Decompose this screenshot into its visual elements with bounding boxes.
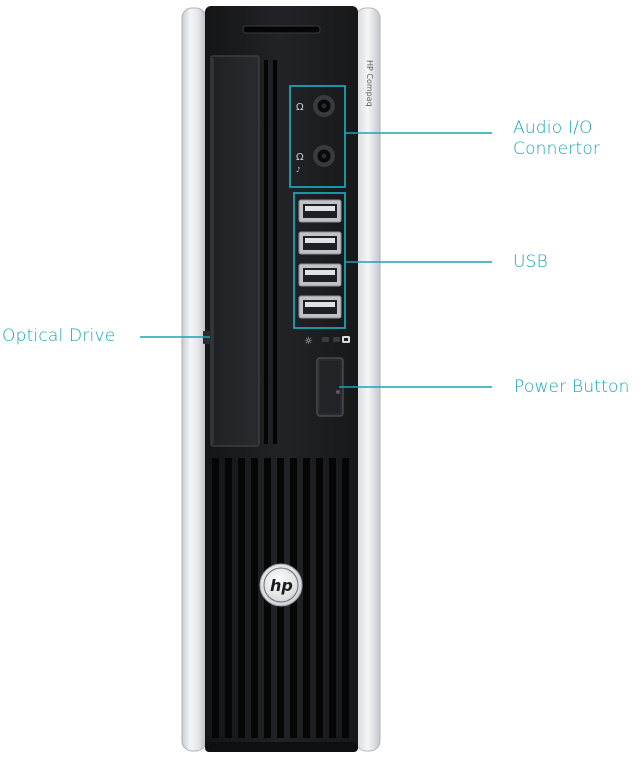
usb-port-icon [298, 199, 342, 319]
hp-logo-text: hp [270, 576, 293, 595]
optical-drive [203, 55, 260, 447]
audio-io-label-line1: Audio I/O [513, 118, 593, 138]
usb-port [298, 263, 342, 287]
audio-jack-icon: Ω Ω ♪ [296, 95, 335, 174]
power-button-label: Power Button [514, 377, 630, 397]
svg-text:♪: ♪ [296, 166, 300, 174]
case-base [205, 742, 358, 752]
side-vents [264, 60, 277, 444]
svg-text:☼: ☼ [304, 336, 313, 347]
vent-slot [342, 458, 349, 738]
brand-vertical-text: HP Compaq [365, 60, 374, 107]
audio-io-label-line2: Connertor [513, 139, 601, 159]
vent-slot [225, 458, 232, 738]
audio-highlight-box [289, 85, 346, 188]
top-slot [242, 25, 321, 34]
hp-logo-icon: hp [259, 563, 303, 607]
vent-slot [329, 458, 336, 738]
side-vent-slot [273, 60, 277, 444]
side-vent-slot [264, 60, 268, 444]
vent-slot [238, 458, 245, 738]
vent-slot [303, 458, 310, 738]
usb-label: USB [513, 252, 548, 272]
vent-slot [212, 458, 219, 738]
power-button-icon[interactable] [316, 357, 344, 417]
usb-highlight-box [293, 192, 346, 329]
vent-slot [251, 458, 258, 738]
case-left-side [181, 7, 207, 752]
audio-io-label: Audio I/O Connertor [513, 118, 600, 160]
vent-slot [316, 458, 323, 738]
usb-port [298, 295, 342, 319]
svg-text:Ω: Ω [296, 152, 304, 163]
case-right-side [355, 7, 381, 752]
usb-port [298, 199, 342, 223]
status-indicators: ☼ [304, 336, 350, 347]
usb-port [298, 231, 342, 255]
optical-drive-label: Optical Drive [2, 326, 116, 346]
svg-text:Ω: Ω [296, 102, 304, 113]
